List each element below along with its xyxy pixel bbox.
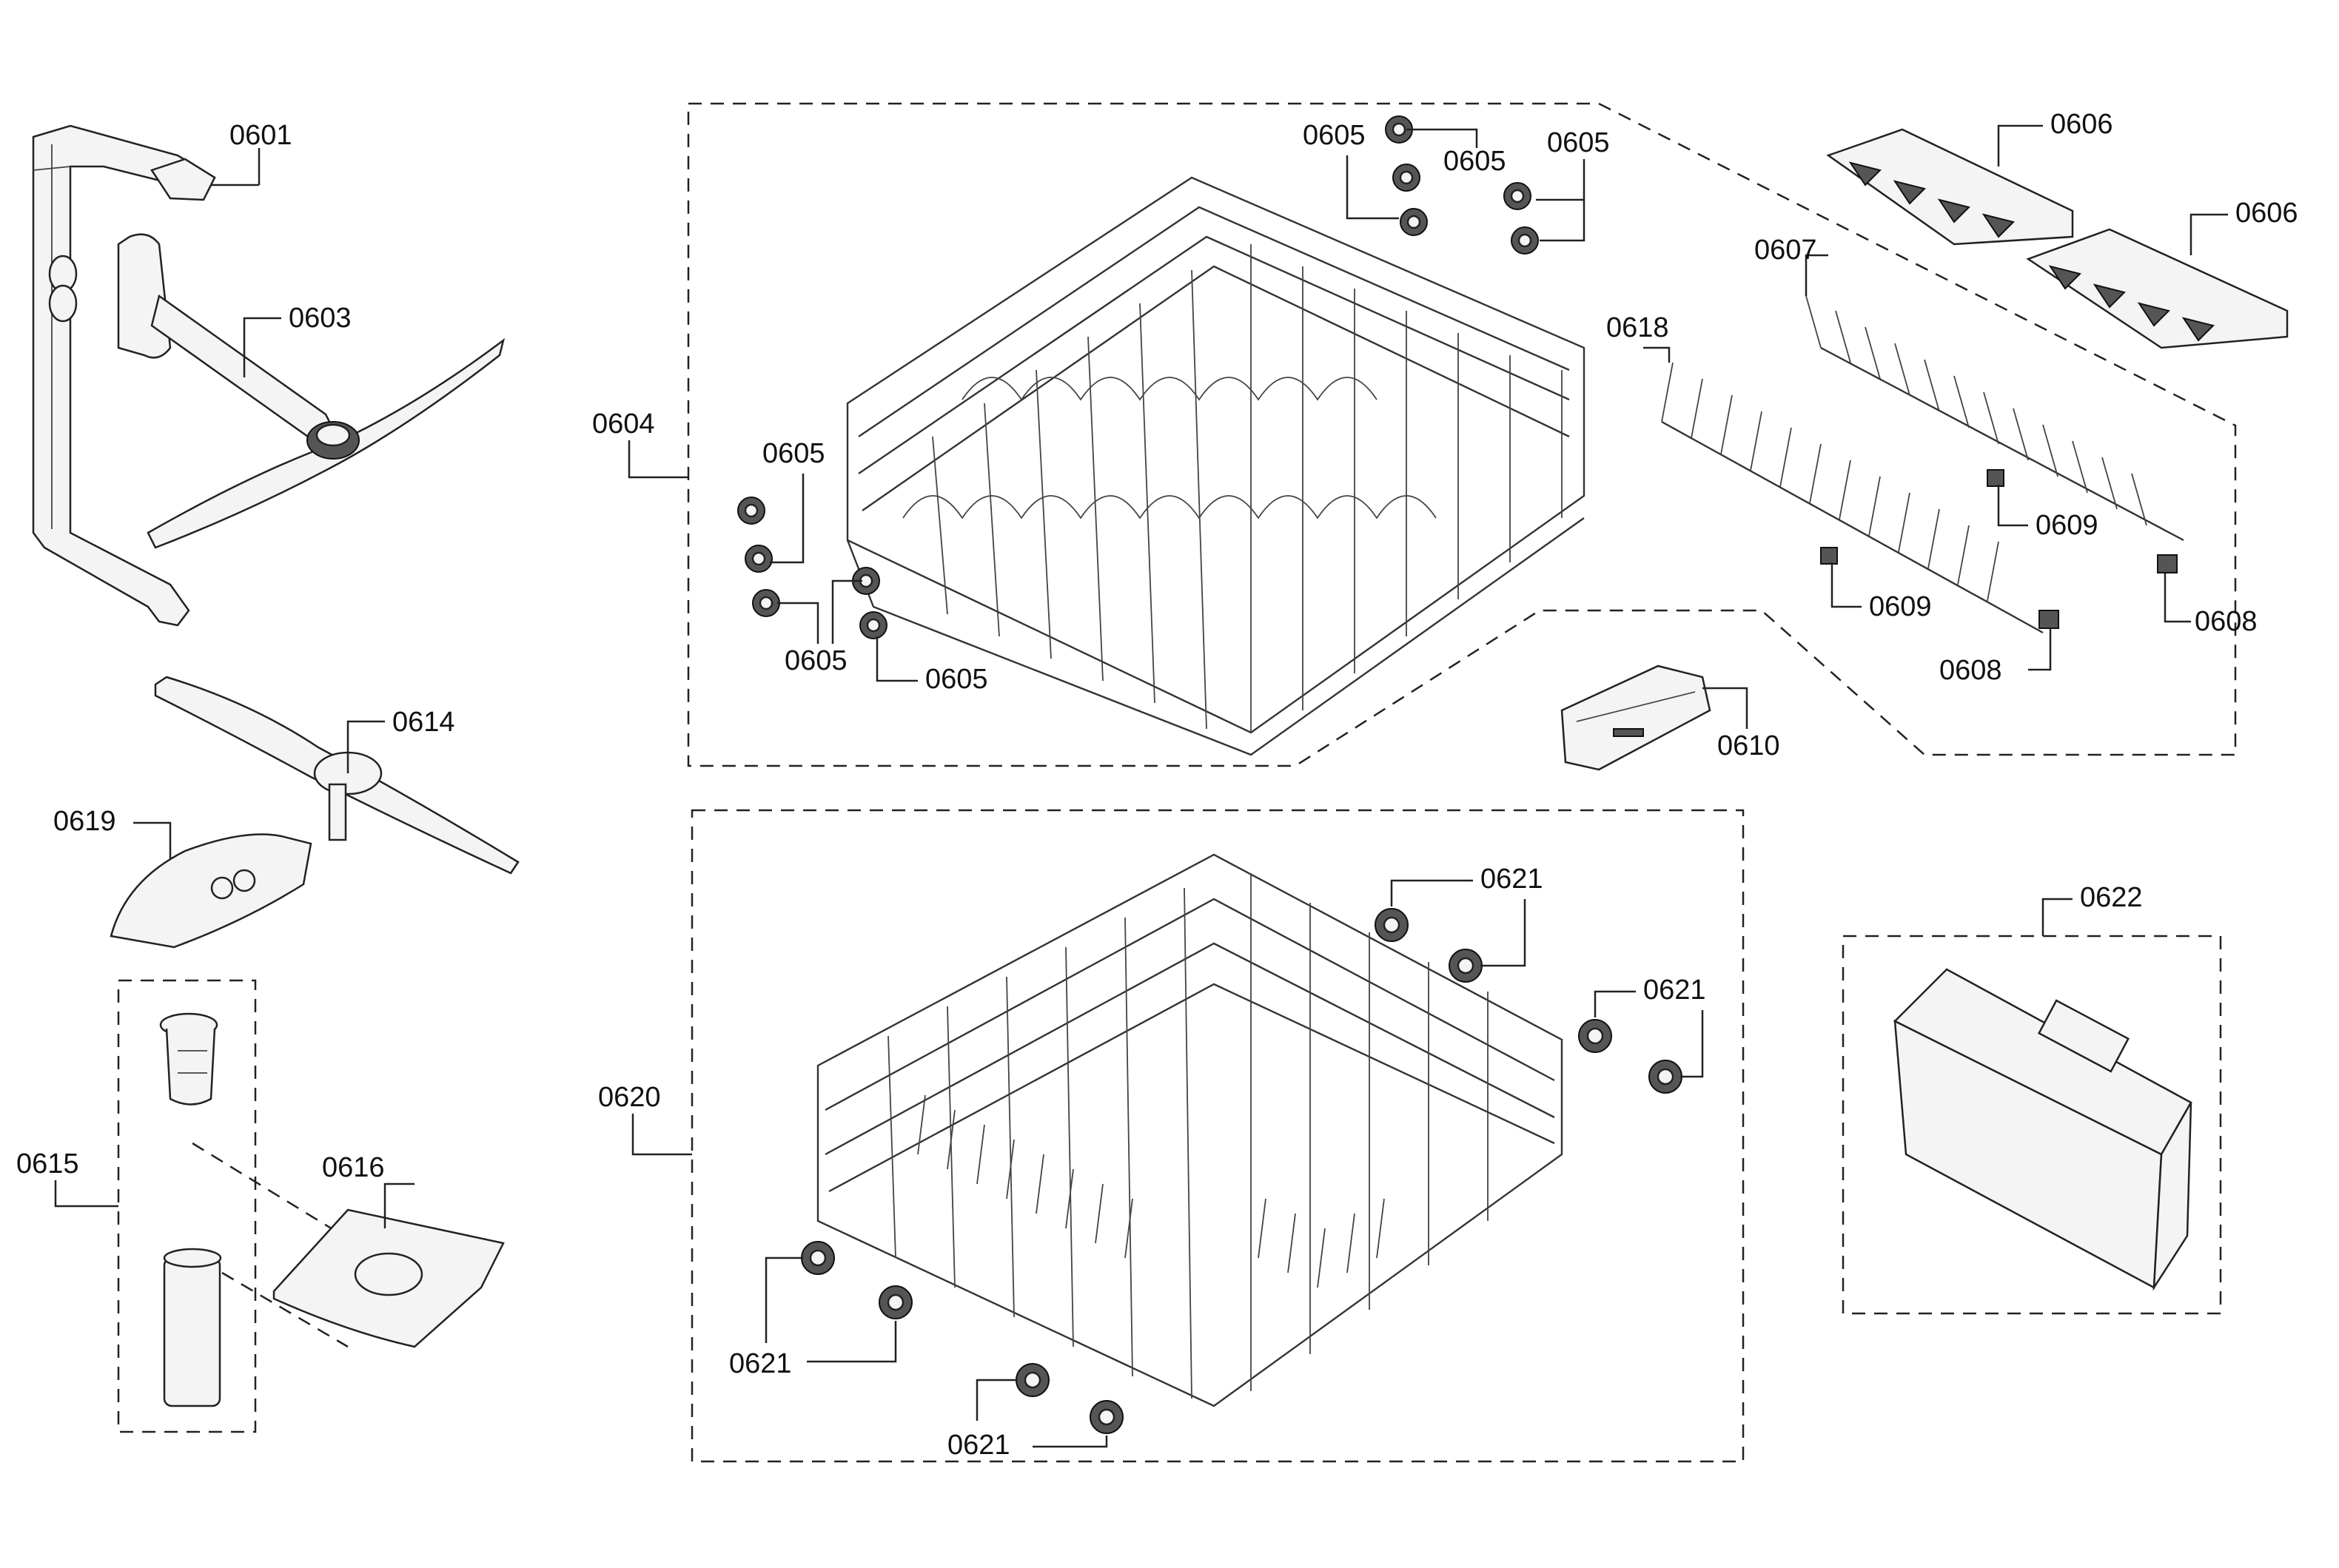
label-0608-b[interactable]: 0608 bbox=[1939, 655, 2002, 686]
leader-0603 bbox=[243, 317, 281, 377]
label-0605-left-2[interactable]: 0605 bbox=[785, 645, 848, 676]
label-0620[interactable]: 0620 bbox=[598, 1082, 661, 1113]
label-0621-a[interactable]: 0621 bbox=[1480, 864, 1543, 895]
label-0622[interactable]: 0622 bbox=[2080, 882, 2143, 913]
label-0604[interactable]: 0604 bbox=[592, 408, 655, 440]
upper-rack-wheels-0605[interactable] bbox=[737, 115, 1539, 639]
part-0604-upper-rack[interactable] bbox=[846, 176, 1585, 756]
label-0619[interactable]: 0619 bbox=[53, 806, 116, 837]
leader-0620 bbox=[631, 1114, 692, 1156]
part-0608-clip-a[interactable] bbox=[2157, 554, 2178, 573]
upper-rack-group-frame bbox=[687, 102, 2237, 767]
leader-0619 bbox=[133, 821, 172, 858]
label-0618[interactable]: 0618 bbox=[1606, 312, 1669, 343]
part-0601-supply-tube[interactable] bbox=[32, 124, 216, 627]
label-0607[interactable]: 0607 bbox=[1754, 235, 1817, 266]
part-0610-rack-handle[interactable] bbox=[1560, 664, 1711, 771]
label-0606-b[interactable]: 0606 bbox=[2235, 198, 2298, 229]
label-0614[interactable]: 0614 bbox=[392, 707, 455, 738]
part-0622-cutlery-basket[interactable] bbox=[1893, 968, 2192, 1291]
filter-group-frame bbox=[117, 979, 257, 1433]
leader-0615 bbox=[54, 1180, 118, 1208]
part-0619-micro-filter-cover[interactable] bbox=[110, 833, 312, 949]
label-0616[interactable]: 0616 bbox=[322, 1152, 385, 1183]
lower-rack-group-frame bbox=[691, 809, 1745, 1463]
part-0609-clip-a[interactable] bbox=[1987, 469, 2004, 487]
label-0608-a[interactable]: 0608 bbox=[2195, 606, 2258, 637]
part-0603-upper-spray-arm[interactable] bbox=[117, 233, 506, 549]
label-0621-b[interactable]: 0621 bbox=[1643, 975, 1706, 1006]
part-0620-lower-rack[interactable] bbox=[816, 853, 1563, 1407]
part-0618-tine-row[interactable] bbox=[1661, 362, 2044, 634]
part-0615-cylinder-filter[interactable] bbox=[159, 1012, 222, 1407]
part-0607-tine-row[interactable] bbox=[1805, 295, 2184, 542]
label-0606-a[interactable]: 0606 bbox=[2050, 109, 2113, 140]
label-0603[interactable]: 0603 bbox=[289, 303, 352, 334]
label-0609-a[interactable]: 0609 bbox=[2036, 510, 2098, 541]
label-0615[interactable]: 0615 bbox=[16, 1148, 79, 1180]
label-0609-b[interactable]: 0609 bbox=[1869, 591, 1932, 622]
leader-0614 bbox=[346, 720, 385, 773]
leader-0616 bbox=[383, 1182, 415, 1228]
part-0608-clip-b[interactable] bbox=[2038, 610, 2059, 629]
cutlery-basket-group-frame bbox=[1842, 935, 2222, 1315]
label-0601[interactable]: 0601 bbox=[229, 120, 292, 151]
label-0621-c[interactable]: 0621 bbox=[729, 1348, 792, 1379]
part-0606-cup-shelf-2[interactable] bbox=[2026, 228, 2289, 349]
lower-rack-wheels-0621[interactable] bbox=[801, 908, 1682, 1434]
label-0605-top-3[interactable]: 0605 bbox=[1547, 127, 1610, 158]
part-0616-flat-filter[interactable] bbox=[272, 1208, 505, 1348]
part-0606-cup-shelf-1[interactable] bbox=[1826, 128, 2074, 246]
label-0621-d[interactable]: 0621 bbox=[947, 1430, 1010, 1461]
part-0614-lower-spray-arm[interactable] bbox=[154, 676, 520, 875]
label-0605-top-1[interactable]: 0605 bbox=[1303, 120, 1366, 151]
label-0605-left-1[interactable]: 0605 bbox=[762, 438, 825, 469]
label-0610[interactable]: 0610 bbox=[1717, 730, 1780, 761]
label-0605-left-3[interactable]: 0605 bbox=[925, 664, 988, 695]
leader-0604 bbox=[628, 440, 688, 479]
part-0609-clip-b[interactable] bbox=[1820, 547, 1838, 565]
label-0605-top-2[interactable]: 0605 bbox=[1443, 146, 1506, 177]
